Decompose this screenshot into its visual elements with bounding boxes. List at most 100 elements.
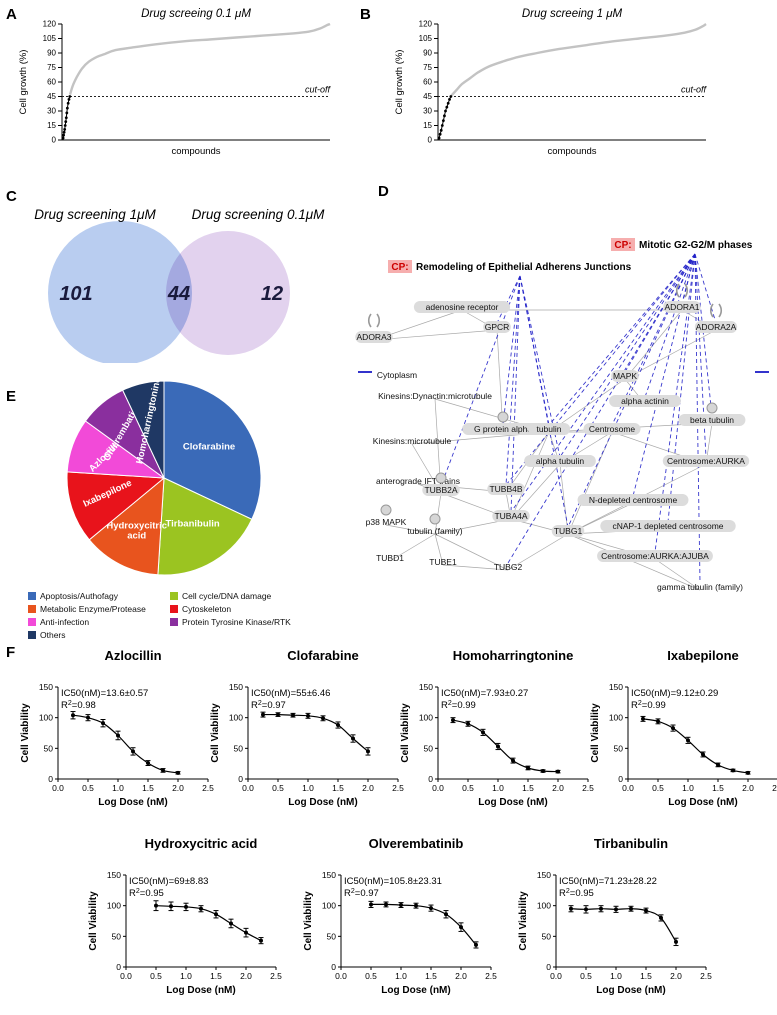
svg-text:0.5: 0.5 bbox=[652, 783, 664, 793]
data-point bbox=[701, 752, 705, 757]
data-point bbox=[276, 712, 280, 717]
svg-text:0.5: 0.5 bbox=[580, 971, 592, 981]
svg-text:60: 60 bbox=[47, 78, 56, 87]
data-point bbox=[154, 903, 158, 908]
svg-text:0: 0 bbox=[618, 774, 623, 784]
svg-text:1.5: 1.5 bbox=[712, 783, 724, 793]
cp-tag-bg bbox=[388, 260, 412, 273]
molecule-icon bbox=[706, 402, 718, 414]
receptor-icon bbox=[709, 303, 723, 318]
node-label: TUBE1 bbox=[429, 557, 457, 567]
data-point bbox=[259, 938, 263, 943]
r-squared-annotation: R2=0.97 bbox=[344, 888, 379, 899]
legend-label: Cell cycle/DNA damage bbox=[182, 591, 272, 601]
data-point bbox=[614, 907, 618, 912]
svg-text:Cell Viability: Cell Viability bbox=[210, 703, 221, 763]
cp-label: Remodeling of Epithelial Adherens Juncti… bbox=[416, 262, 632, 273]
data-point bbox=[481, 730, 485, 735]
node-highlight bbox=[483, 321, 511, 333]
node-label: anterograde IFT trains bbox=[376, 476, 460, 486]
data-point bbox=[474, 942, 478, 947]
node-highlight bbox=[577, 494, 689, 506]
svg-text:Log Dose (nM): Log Dose (nM) bbox=[166, 985, 235, 996]
data-point bbox=[176, 770, 180, 775]
data-point bbox=[101, 721, 105, 726]
node-label: TUBB4B bbox=[489, 484, 522, 494]
svg-text:100: 100 bbox=[322, 901, 336, 911]
molecule-icon bbox=[435, 472, 447, 484]
ic50-annotation: IC50(nM)=69±8.83 bbox=[129, 876, 208, 887]
cp-tag: CP: bbox=[391, 262, 408, 273]
svg-text:0.0: 0.0 bbox=[120, 971, 132, 981]
node-label: cNAP-1 depleted centrosome bbox=[612, 521, 723, 531]
svg-text:50: 50 bbox=[542, 931, 552, 941]
data-point bbox=[214, 912, 218, 917]
svg-text:cut-off: cut-off bbox=[305, 85, 332, 95]
svg-text:0.0: 0.0 bbox=[550, 971, 562, 981]
r-squared-annotation: R2=0.99 bbox=[631, 700, 666, 711]
svg-text:0.0: 0.0 bbox=[242, 783, 254, 793]
svg-text:Drug screeing 0.1 μM: Drug screeing 0.1 μM bbox=[141, 8, 251, 20]
data-point bbox=[511, 758, 515, 763]
svg-text:0.5: 0.5 bbox=[82, 783, 94, 793]
node-label: beta tubulin bbox=[690, 415, 734, 425]
svg-text:Cell Viability: Cell Viability bbox=[400, 703, 411, 763]
legend-swatch bbox=[170, 618, 178, 626]
data-point bbox=[641, 716, 645, 721]
data-point bbox=[399, 903, 403, 908]
pie-slice bbox=[122, 380, 165, 479]
svg-text:1.5: 1.5 bbox=[425, 971, 437, 981]
svg-text:Cell Viability: Cell Viability bbox=[20, 703, 31, 763]
svg-text:100: 100 bbox=[107, 901, 121, 911]
svg-text:45: 45 bbox=[47, 92, 56, 101]
panel-letter-f: F bbox=[6, 644, 16, 661]
dose-chart-title: Clofarabine bbox=[287, 648, 359, 663]
svg-text:0.5: 0.5 bbox=[150, 971, 162, 981]
svg-text:105: 105 bbox=[43, 34, 57, 43]
svg-text:2.5: 2.5 bbox=[270, 971, 282, 981]
data-point bbox=[496, 744, 500, 749]
svg-text:0: 0 bbox=[428, 774, 433, 784]
svg-text:30: 30 bbox=[423, 107, 432, 116]
data-point bbox=[674, 939, 678, 944]
node-label: gamma tubulin (family) bbox=[657, 582, 743, 592]
pie-slice bbox=[66, 471, 166, 541]
data-point bbox=[444, 912, 448, 917]
node-highlight bbox=[611, 370, 639, 382]
data-point bbox=[746, 770, 750, 775]
venn-left-circle bbox=[48, 221, 192, 365]
svg-text:2.5: 2.5 bbox=[392, 783, 404, 793]
data-point bbox=[656, 719, 660, 724]
svg-text:15: 15 bbox=[47, 121, 56, 130]
dose-response-curve bbox=[642, 718, 749, 774]
svg-text:0: 0 bbox=[331, 962, 336, 972]
dose-response-curve bbox=[570, 908, 677, 943]
svg-text:75: 75 bbox=[47, 63, 56, 72]
legend-swatch bbox=[170, 592, 178, 600]
legend-label: Others bbox=[40, 630, 66, 640]
svg-text:0: 0 bbox=[546, 962, 551, 972]
svg-text:90: 90 bbox=[423, 49, 432, 58]
node-label: ADORA2A bbox=[696, 322, 737, 332]
data-point bbox=[584, 907, 588, 912]
svg-text:2.0: 2.0 bbox=[742, 783, 754, 793]
svg-text:Log Dose (nM): Log Dose (nM) bbox=[596, 985, 665, 996]
svg-text:50: 50 bbox=[614, 743, 624, 753]
svg-text:Log Dose (nM): Log Dose (nM) bbox=[288, 797, 357, 808]
node-label: Centrosome:AURKA:AJUBA bbox=[601, 551, 709, 561]
svg-text:100: 100 bbox=[229, 713, 243, 723]
node-label: tubulin bbox=[536, 424, 561, 434]
legend-swatch bbox=[28, 631, 36, 639]
r-squared-annotation: R2=0.95 bbox=[559, 888, 594, 899]
legend-swatch bbox=[28, 592, 36, 600]
node-label: adenosine receptor bbox=[426, 302, 499, 312]
svg-text:150: 150 bbox=[107, 870, 121, 880]
svg-text:50: 50 bbox=[424, 743, 434, 753]
node-label: alpha actinin bbox=[621, 396, 669, 406]
